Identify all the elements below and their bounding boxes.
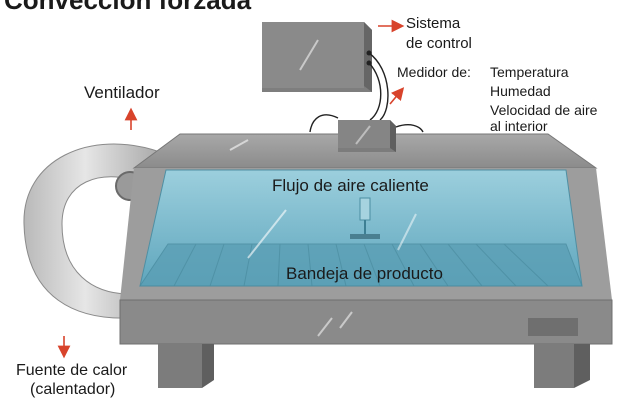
fan-label: Ventilador [84, 83, 160, 102]
control-system-label-line1: Sistema [406, 15, 461, 32]
heat-source-label-line1: Fuente de calor [16, 362, 128, 379]
meter-box [338, 120, 396, 152]
meter-label-prefix: Medidor de: [397, 64, 471, 80]
meter-label-air-speed-line1: Velocidad de aire [490, 102, 598, 118]
meter-arrow [389, 87, 405, 105]
meter-label-humidity: Humedad [490, 83, 551, 99]
cables [309, 52, 424, 133]
hot-air-flow-label: Flujo de aire caliente [272, 176, 429, 195]
right-foot [534, 344, 574, 388]
product-tray-label: Bandeja de producto [286, 264, 443, 283]
control-system-box [262, 22, 372, 92]
sensor-probe [350, 197, 380, 239]
left-foot [158, 344, 202, 388]
front-panel-slot [528, 318, 578, 336]
control-system-label-line2: de control [406, 35, 472, 52]
meter-label-temperature: Temperatura [490, 64, 569, 80]
heat-source-label-line2: (calentador) [30, 381, 115, 398]
meter-label-air-speed-line2: al interior [490, 118, 548, 134]
dryer-chamber [119, 133, 613, 388]
diagram-title: Convección forzada [4, 0, 252, 15]
